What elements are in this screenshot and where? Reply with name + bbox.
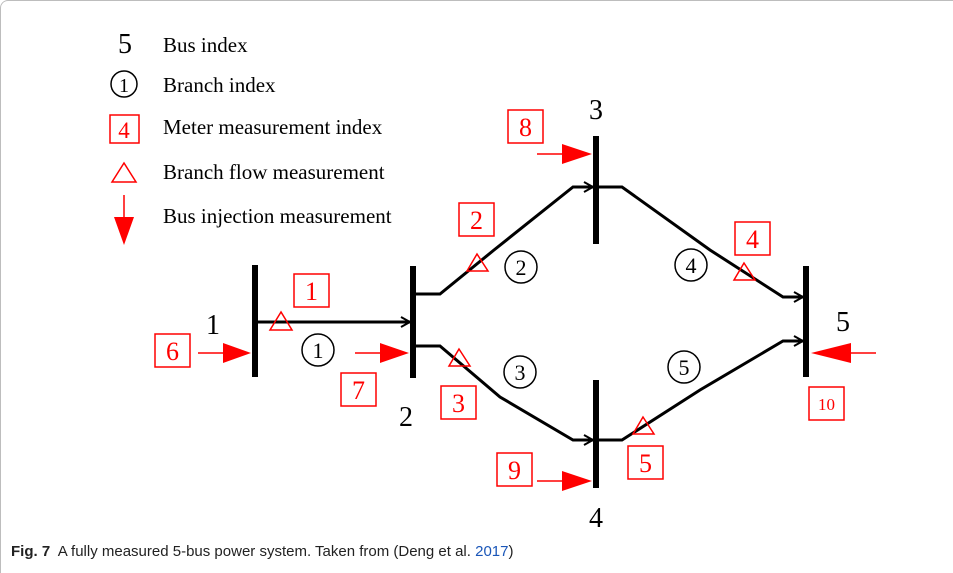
meter-label-5: 5 bbox=[639, 449, 652, 478]
bus-label-4: 4 bbox=[589, 503, 603, 534]
caption-text: A fully measured 5-bus power system. Tak… bbox=[57, 543, 476, 560]
branch-4-line bbox=[599, 185, 803, 297]
legend: 5 Bus index 1 Branch index 4 Meter measu… bbox=[109, 29, 392, 245]
meter-label-10: 10 bbox=[818, 395, 835, 414]
caption-fig-label: Fig. 7 bbox=[11, 543, 51, 560]
branch-5-circle-icon bbox=[667, 350, 701, 384]
legend-branch-index-sample: 1 bbox=[119, 75, 129, 97]
branch-flow-4-triangle-icon bbox=[732, 261, 757, 281]
legend-injection-arrow-icon bbox=[114, 217, 134, 245]
meter-label-4: 4 bbox=[746, 225, 759, 254]
meter-label-2: 2 bbox=[470, 206, 483, 235]
legend-meter-index-sample: 4 bbox=[118, 118, 130, 143]
injection-3-arrow-icon bbox=[562, 144, 592, 164]
branch-index-4: 4 bbox=[686, 253, 697, 278]
meter-index-labels: 1 2 3 4 5 6 7 8 9 10 bbox=[166, 113, 835, 485]
legend-branch-flow-triangle-icon bbox=[110, 161, 138, 183]
figure-caption: Fig. 7 A fully measured 5-bus power syst… bbox=[11, 543, 941, 560]
bus-injection-measurements bbox=[198, 144, 876, 491]
meter-4-box bbox=[734, 221, 771, 256]
branch-index-3: 3 bbox=[515, 360, 526, 385]
meter-5-box bbox=[627, 445, 664, 480]
legend-branch-circle-icon bbox=[110, 70, 138, 98]
injection-1-arrow-icon bbox=[223, 343, 251, 363]
branch-1-circle-icon bbox=[301, 333, 335, 367]
branch-flow-1-triangle-icon bbox=[268, 310, 294, 331]
injection-4-arrow-icon bbox=[562, 471, 592, 491]
meter-label-8: 8 bbox=[519, 113, 532, 142]
injection-2-arrow-icon bbox=[380, 343, 409, 363]
meter-7-box bbox=[340, 372, 377, 407]
branch-5-line bbox=[599, 341, 803, 442]
meter-10-box bbox=[808, 386, 845, 421]
branch-flow-2-triangle-icon bbox=[465, 252, 490, 272]
branch-flow-measurements bbox=[268, 252, 757, 435]
branch-2-circle-icon bbox=[504, 250, 538, 284]
meter-index-boxes bbox=[154, 109, 845, 487]
meter-label-6: 6 bbox=[166, 337, 179, 366]
bus-label-1: 1 bbox=[206, 310, 220, 341]
bus-label-5: 5 bbox=[836, 307, 850, 338]
meter-label-3: 3 bbox=[452, 389, 465, 418]
caption-closing: ) bbox=[508, 543, 514, 560]
caption-reference-link[interactable]: 2017 bbox=[475, 543, 509, 560]
buses bbox=[252, 136, 809, 488]
meter-1-box bbox=[293, 273, 330, 308]
meter-3-box bbox=[440, 385, 477, 420]
bus-labels: 1 2 3 4 5 bbox=[206, 95, 850, 534]
meter-label-9: 9 bbox=[508, 456, 521, 485]
branch-3-line bbox=[416, 344, 593, 440]
bus-label-2: 2 bbox=[399, 402, 413, 433]
legend-meter-index-label: Meter measurement index bbox=[163, 115, 383, 139]
branch-flow-5-triangle-icon bbox=[631, 415, 656, 435]
meter-label-1: 1 bbox=[305, 277, 318, 306]
legend-branch-index-label: Branch index bbox=[163, 73, 276, 97]
meter-6-box bbox=[154, 333, 191, 368]
branch-index-1: 1 bbox=[313, 338, 324, 363]
meter-8-box bbox=[507, 109, 544, 144]
branch-index-5: 5 bbox=[679, 355, 690, 380]
branch-index-markers: 1 2 3 4 5 bbox=[301, 248, 708, 389]
meter-9-box bbox=[496, 452, 533, 487]
branch-index-2: 2 bbox=[516, 255, 527, 280]
meter-2-box bbox=[458, 202, 495, 237]
branch-flow-3-triangle-icon bbox=[447, 347, 472, 367]
legend-meter-box-icon bbox=[109, 114, 140, 144]
legend-bus-injection-label: Bus injection measurement bbox=[163, 204, 392, 228]
legend-branch-flow-label: Branch flow measurement bbox=[163, 160, 385, 184]
meter-label-7: 7 bbox=[352, 376, 365, 405]
branches bbox=[258, 187, 803, 440]
branch-2-line bbox=[416, 187, 593, 296]
legend-bus-index-sample: 5 bbox=[118, 29, 132, 60]
legend-bus-index-label: Bus index bbox=[163, 33, 248, 57]
bus-label-3: 3 bbox=[589, 95, 603, 126]
branch-3-circle-icon bbox=[503, 355, 537, 389]
branch-4-circle-icon bbox=[674, 248, 708, 282]
injection-5-arrow-icon bbox=[811, 343, 851, 363]
